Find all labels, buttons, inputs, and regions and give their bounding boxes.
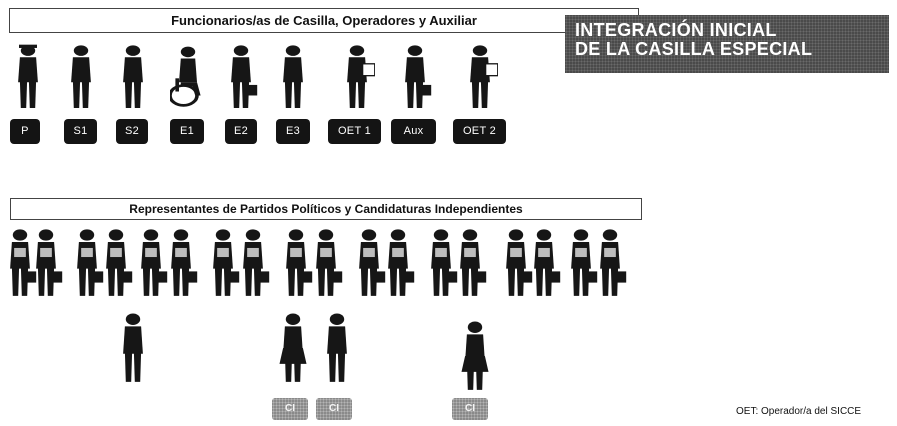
- representative-person-icon: [423, 228, 459, 298]
- role-badge: OET 1: [328, 119, 381, 144]
- representative-person-icon: [98, 228, 134, 298]
- role-badge: Aux: [391, 119, 436, 144]
- official-person-icon: [10, 44, 46, 110]
- observer-badge: CI: [452, 398, 488, 420]
- official-person-icon: [115, 44, 151, 110]
- representative-person-icon: [28, 228, 64, 298]
- official-person-icon: [63, 44, 99, 110]
- observer-person-icon: [275, 312, 311, 384]
- representative-person-icon: [308, 228, 344, 298]
- banner-line-1: INTEGRACIÓN INICIAL: [575, 20, 777, 40]
- role-badge: OET 2: [453, 119, 506, 144]
- representative-person-icon: [69, 228, 105, 298]
- title-banner: INTEGRACIÓN INICIAL DE LA CASILLA ESPECI…: [565, 15, 889, 73]
- official-person-icon: [275, 44, 311, 110]
- representative-person-icon: [563, 228, 599, 298]
- representative-person-icon: [498, 228, 534, 298]
- footnote: OET: Operador/a del SICCE: [736, 406, 862, 417]
- observer-person-icon: [457, 320, 493, 392]
- representatives-title: Representantes de Partidos Políticos y C…: [10, 198, 642, 220]
- observer-badge: CI: [316, 398, 352, 420]
- role-badge: P: [10, 119, 40, 144]
- role-badge: E3: [276, 119, 310, 144]
- official-person-icon: [462, 44, 498, 110]
- observer-person-icon: [115, 312, 151, 384]
- official-person-icon: [397, 44, 433, 110]
- role-badge: S1: [64, 119, 97, 144]
- officials-title: Funcionarios/as de Casilla, Operadores y…: [9, 8, 639, 33]
- banner-line-2: DE LA CASILLA ESPECIAL: [575, 39, 813, 59]
- role-badge: S2: [116, 119, 148, 144]
- representative-person-icon: [380, 228, 416, 298]
- representative-person-icon: [205, 228, 241, 298]
- role-badge: E2: [225, 119, 257, 144]
- representative-person-icon: [526, 228, 562, 298]
- official-person-icon: [339, 44, 375, 110]
- representative-person-icon: [592, 228, 628, 298]
- representative-person-icon: [2, 228, 38, 298]
- representative-person-icon: [278, 228, 314, 298]
- representative-person-icon: [452, 228, 488, 298]
- wheelchair-person-icon: [170, 44, 206, 110]
- representative-person-icon: [163, 228, 199, 298]
- observer-badge: CI: [272, 398, 308, 420]
- representative-person-icon: [351, 228, 387, 298]
- representative-person-icon: [133, 228, 169, 298]
- observer-person-icon: [319, 312, 355, 384]
- representative-person-icon: [235, 228, 271, 298]
- official-person-icon: [223, 44, 259, 110]
- role-badge: E1: [170, 119, 204, 144]
